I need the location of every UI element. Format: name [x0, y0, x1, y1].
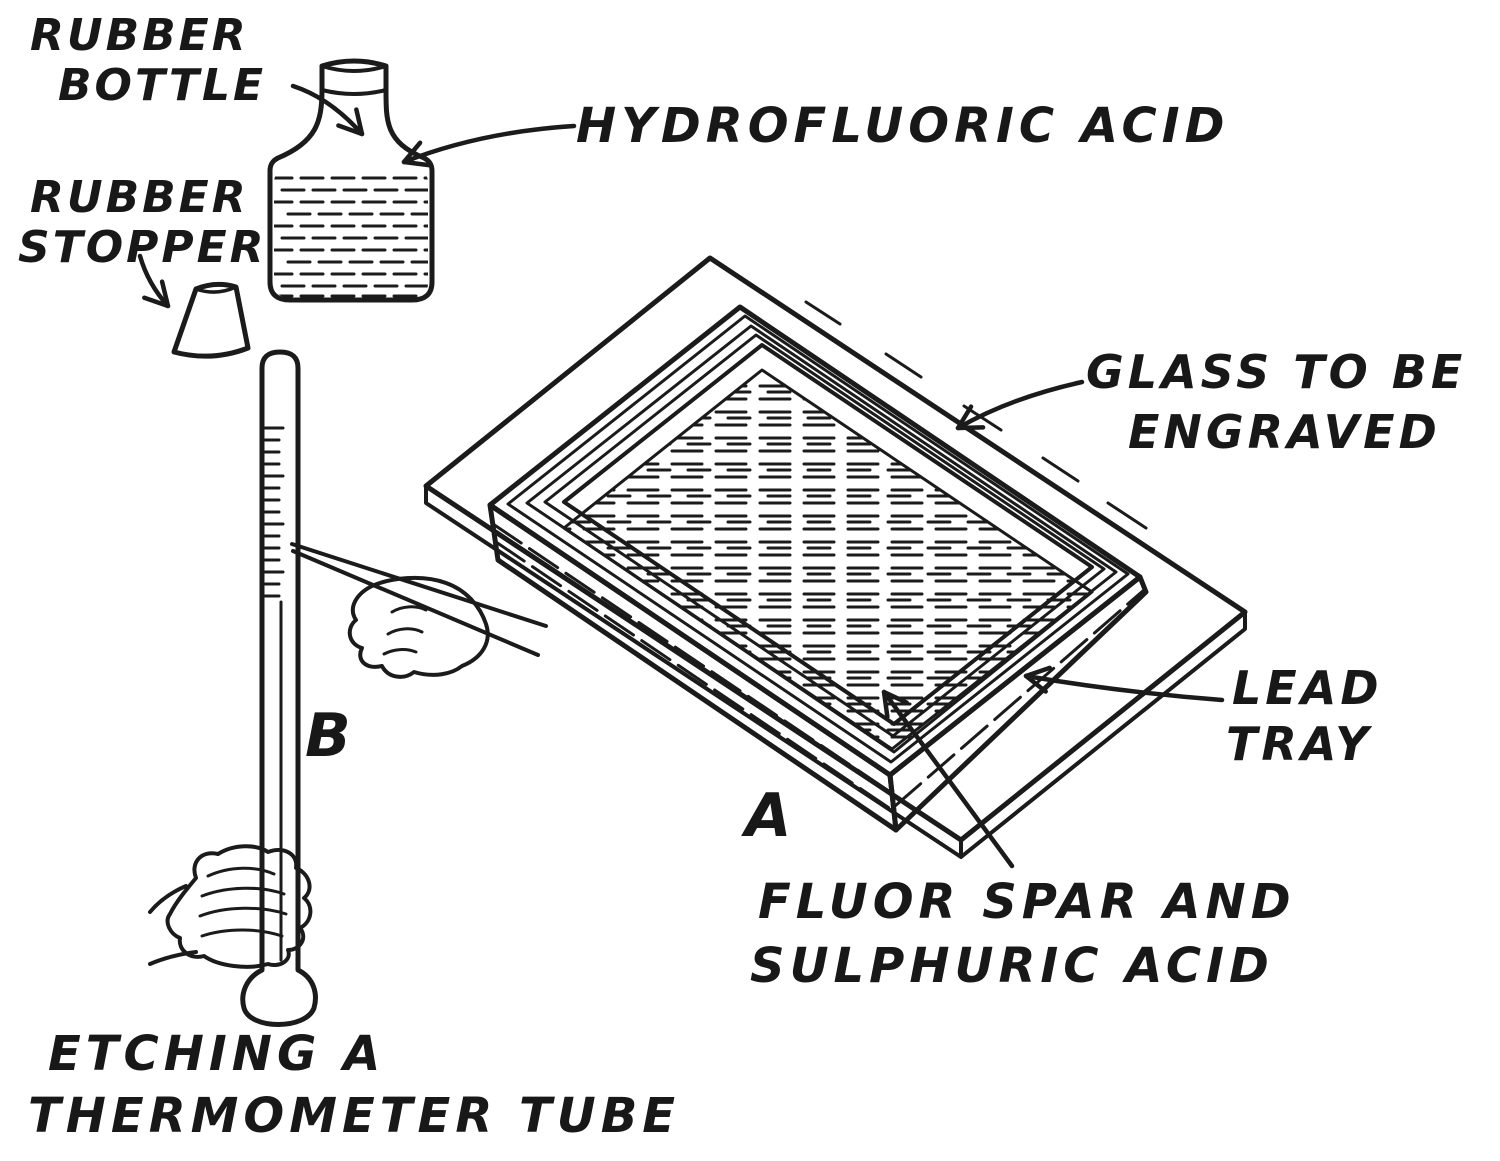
bottle-outline	[267, 58, 435, 303]
wrist-lines	[148, 884, 198, 966]
lead-tray	[487, 304, 1149, 833]
scale-ticks	[263, 426, 285, 598]
fist-finger-lines	[198, 866, 288, 938]
acid-bottle	[267, 58, 435, 303]
arrow-glass-to-be-engraved	[955, 379, 1085, 431]
label-rubber-bottle-line2: BOTTLE	[58, 60, 266, 111]
arrow-fluor-spar	[881, 689, 1015, 869]
leader-arrows	[137, 83, 1225, 869]
holding-hand	[148, 844, 313, 969]
label-hydrofluoric-acid: HYDROFLUORIC ACID	[576, 98, 1229, 154]
glass-reflection-marks	[804, 300, 1148, 530]
tray-rim-line-1	[506, 314, 1130, 764]
stopper-top-edge	[194, 285, 238, 294]
arrow-hydrofluoric-acid	[401, 123, 577, 168]
etching-hand-finger-lines	[382, 605, 428, 656]
fist-outline	[165, 844, 313, 969]
label-rubber-bottle-line1: RUBBER	[30, 10, 249, 61]
tray-wall-streaks	[491, 522, 1146, 814]
caption-line1: ETCHING A	[48, 1026, 385, 1082]
caption-line2: THERMOMETER TUBE	[28, 1088, 680, 1144]
label-glass-to-be-engraved-line1: GLASS TO BE	[1086, 345, 1466, 399]
tray-rim-outer	[487, 304, 1143, 778]
bottle-lip	[320, 64, 388, 96]
label-lead-tray-line1: LEAD	[1232, 661, 1383, 715]
stylus	[290, 542, 548, 657]
bottle-liquid	[274, 176, 428, 298]
etching-hand-outline	[347, 575, 490, 679]
label-rubber-stopper-line2: STOPPER	[18, 222, 267, 273]
stopper-outline	[171, 281, 251, 359]
glass-plate-thickness-edge	[424, 484, 1247, 859]
arrow-rubber-stopper	[137, 253, 171, 309]
tray-floor	[562, 368, 1094, 754]
tray-liquid-hatch	[564, 384, 1092, 739]
label-fluor-spar-line1: FLUOR SPAR AND	[758, 874, 1296, 930]
tube-and-bulb-outline	[240, 349, 318, 1027]
part-label-b: B	[305, 701, 351, 771]
arrow-lead-tray	[1023, 665, 1225, 703]
part-label-a: A	[741, 781, 791, 851]
etching-hand	[290, 542, 548, 679]
arrow-rubber-bottle	[290, 83, 365, 137]
rubber-stopper	[171, 281, 251, 359]
label-glass-to-be-engraved-line2: ENGRAVED	[1128, 405, 1441, 459]
thermometer-tube	[240, 349, 318, 1027]
label-fluor-spar-line2: SULPHURIC ACID	[750, 938, 1274, 994]
label-lead-tray-line2: TRAY	[1226, 717, 1373, 771]
label-rubber-stopper-line1: RUBBER	[30, 172, 249, 223]
